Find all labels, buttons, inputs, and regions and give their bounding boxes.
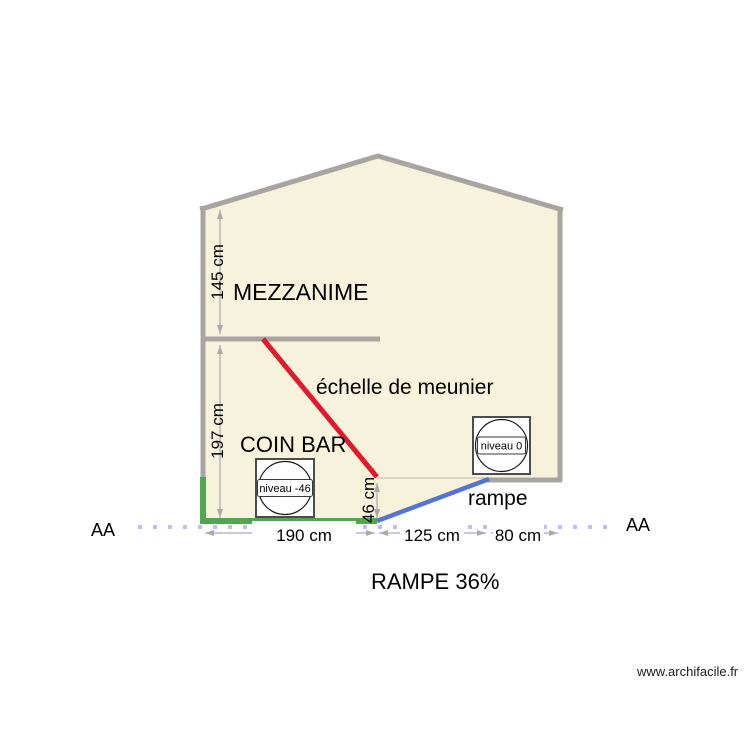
section-label-left: AA: [91, 520, 115, 540]
level-marker-tag: [477, 436, 526, 455]
level-marker-tag: [257, 479, 313, 497]
room-label-mezzanine: MEZZANIME: [233, 279, 368, 305]
dimension-label-level-drop: 46 cm: [359, 477, 378, 523]
dimension-label-coin-bar-height: 197 cm: [208, 403, 227, 459]
ramp-slope-label: RAMPE 36%: [371, 569, 499, 594]
level-marker-0: niveau 0: [472, 416, 531, 475]
room-label-coin-bar: COIN BAR: [240, 432, 346, 457]
roof-wall: [199, 153, 564, 213]
level-marker-minus-46: niveau -46: [255, 458, 315, 518]
dimension-label-bg: [252, 521, 356, 543]
watermark: www.archifacile.fr: [636, 664, 739, 679]
ramp-line: [376, 476, 490, 524]
level-marker-label-0: niveau 0: [481, 441, 523, 453]
dimension-label-bg: [493, 521, 544, 543]
section-label-right: AA: [626, 515, 650, 535]
ladder-line: [261, 337, 379, 479]
dimension-label-coin-bar-width: 190 cm: [276, 526, 332, 545]
room-fill: [203, 156, 560, 522]
dimension-label-mezzanine-height: 145 cm: [208, 244, 227, 300]
dimension-label-ramp-width: 125 cm: [404, 526, 460, 545]
level-marker-label-minus-46: niveau -46: [259, 483, 310, 495]
dimension-label-landing-width: 80 cm: [495, 526, 541, 545]
ladder-label: échelle de meunier: [316, 376, 493, 399]
dimension-label-bg: [400, 521, 464, 543]
ramp-label: rampe: [468, 487, 528, 510]
level-marker-circle: [474, 418, 529, 473]
